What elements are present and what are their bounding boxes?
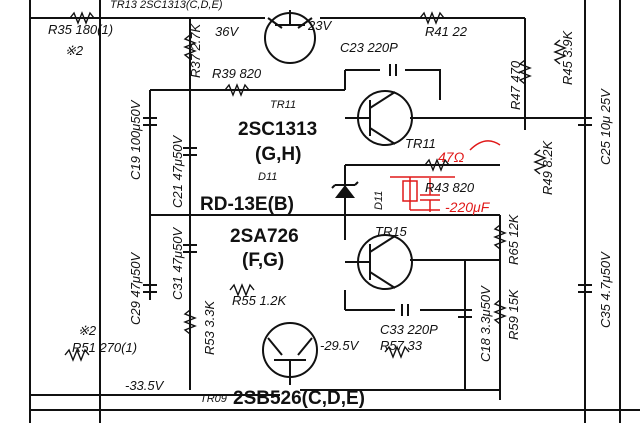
r55-label: R55 1.2K — [232, 293, 288, 308]
tr09-transistor-symbol — [262, 322, 318, 385]
r37-label: R37 2.7K — [188, 22, 203, 78]
tr11-transistor-symbol — [345, 90, 413, 146]
c23-label: C23 220P — [340, 40, 398, 55]
r49-label: R49 8.2K — [540, 139, 555, 195]
tr09-part-label: 2SB526(C,D,E) — [233, 388, 365, 409]
r45-label: R45 3.9K — [560, 29, 575, 85]
r43-label: R43 820 — [425, 180, 475, 195]
r57-resistor — [384, 345, 410, 359]
v-neg29-5-label: -29.5V — [320, 338, 360, 353]
d11-part-label: RD-13E(B) — [200, 194, 294, 215]
d11-side-label: D11 — [373, 191, 385, 210]
d11-top-label: D11 — [258, 171, 277, 183]
red-annotation-group — [390, 140, 501, 212]
r41-label: R41 22 — [425, 24, 468, 39]
c18-label: C18 3.3μ50V — [478, 285, 493, 362]
c29-label: C29 47μ50V — [128, 251, 143, 325]
top-cut-label: TR13 2SC1313(C,D,E) — [110, 0, 223, 11]
c29-capacitor — [143, 284, 157, 293]
v36-label: 36V — [215, 24, 239, 39]
r37-resistor — [183, 34, 197, 60]
c35-capacitor — [578, 284, 592, 293]
r53-resistor — [183, 309, 197, 335]
c35-label: C35 4.7μ50V — [598, 251, 613, 328]
r41-resistor — [419, 11, 445, 25]
r39-resistor — [224, 83, 250, 97]
c21-label: C21 47μ50V — [170, 134, 185, 208]
c33-capacitor — [401, 304, 409, 316]
r45-resistor — [553, 39, 567, 65]
r51-label: R51 270(1) — [72, 340, 137, 355]
wiring — [29, 0, 640, 423]
c18-capacitor — [458, 309, 472, 318]
c23-capacitor — [389, 64, 397, 76]
tr15-label: TR15 — [375, 224, 408, 239]
tr15-rank-label: (F,G) — [242, 250, 284, 271]
zener-diode-symbol — [331, 181, 359, 198]
c19-label: C19 100μ50V — [128, 99, 143, 180]
tr15-part-label: 2SA726 — [230, 226, 299, 247]
tr11-right-label: TR11 — [405, 136, 436, 151]
c33-label: C33 220P — [380, 322, 438, 337]
c31-label: C31 47μ50V — [170, 226, 185, 300]
annotation-resistor — [402, 180, 418, 202]
r65-resistor — [493, 224, 507, 250]
resistors — [64, 11, 567, 362]
c31-capacitor — [183, 244, 197, 253]
r57-label: R57 33 — [380, 338, 423, 353]
r47-label: R47 470 — [508, 60, 523, 110]
r53-label: R53 3.3K — [202, 299, 217, 355]
annotation-47-label: 47Ω — [438, 149, 465, 165]
v23-label: 23V — [307, 18, 332, 33]
tr11-rank-label: (G,H) — [255, 144, 301, 165]
annotation-220-label: -220μF — [445, 199, 491, 215]
r65-label: R65 12K — [506, 213, 521, 265]
tr13-transistor-symbol — [264, 10, 316, 64]
r35-label: R35 180(1) — [48, 22, 113, 37]
r35-resistor — [69, 11, 95, 25]
v-neg33-5-label: -33.5V — [125, 378, 165, 393]
r51-resistor — [64, 348, 90, 362]
r39-label: R39 820 — [212, 66, 262, 81]
r49-resistor — [533, 149, 547, 175]
tr11-top-label: TR11 — [270, 99, 296, 111]
c21-capacitor — [183, 147, 197, 156]
r47-resistor — [518, 59, 532, 85]
r43-resistor — [424, 158, 450, 172]
c19-capacitor — [143, 117, 157, 126]
c23-right-wire — [405, 69, 441, 100]
star2-top-label: ※2 — [65, 43, 84, 58]
annotation-capacitor — [420, 194, 440, 201]
tr11-part-label: 2SC1313 — [238, 119, 317, 140]
text-labels: TR13 2SC1313(C,D,E) R35 180(1) ※2 R37 2.… — [48, 0, 613, 409]
r59-label: R59 15K — [506, 288, 521, 340]
c25-label: C25 10μ 25V — [598, 88, 613, 165]
c33-right-wire — [420, 290, 466, 311]
tr09-label: TR09 — [200, 393, 227, 405]
annotation-47-mark — [469, 140, 501, 151]
r55-resistor — [229, 283, 255, 297]
c25-capacitor — [578, 117, 592, 126]
capacitors — [143, 64, 592, 318]
star2-bottom-label: ※2 — [78, 323, 97, 338]
tr15-transistor-symbol — [345, 234, 413, 290]
r59-resistor — [493, 299, 507, 325]
